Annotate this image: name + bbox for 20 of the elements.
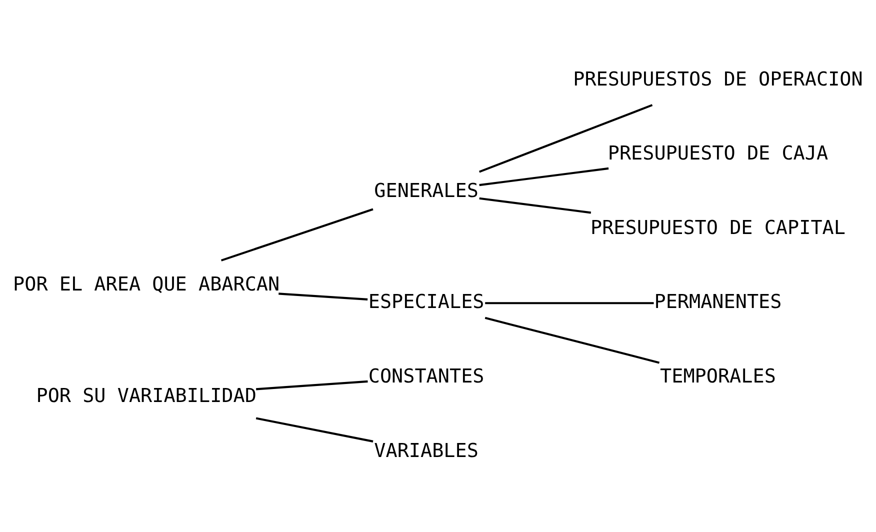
connector: [478, 104, 653, 173]
connector: [479, 197, 592, 214]
node-text: POR EL AREA QUE ABARCAN: [13, 272, 280, 296]
connector: [278, 292, 368, 300]
node-text: PRESUPUESTO DE CAJA: [608, 142, 828, 165]
node-text: POR SU VARIABILIDAD: [36, 384, 256, 407]
connector: [256, 380, 368, 390]
node-text: CONSTANTES: [368, 364, 484, 388]
node-text: PERMANENTES: [654, 290, 782, 314]
connector: [484, 316, 660, 364]
connector: [220, 208, 374, 262]
node-text: PRESUPUESTOS DE OPERACION: [573, 67, 863, 90]
node-text: TEMPORALES: [660, 364, 776, 388]
connector: [485, 302, 654, 304]
connector: [479, 167, 609, 186]
node-text: GENERALES: [374, 178, 478, 202]
node-text: VARIABLES: [374, 438, 478, 462]
node-text: PRESUPUESTO DE CAPITAL: [590, 216, 846, 239]
node-text: ESPECIALES: [368, 290, 484, 314]
connector: [256, 417, 374, 442]
